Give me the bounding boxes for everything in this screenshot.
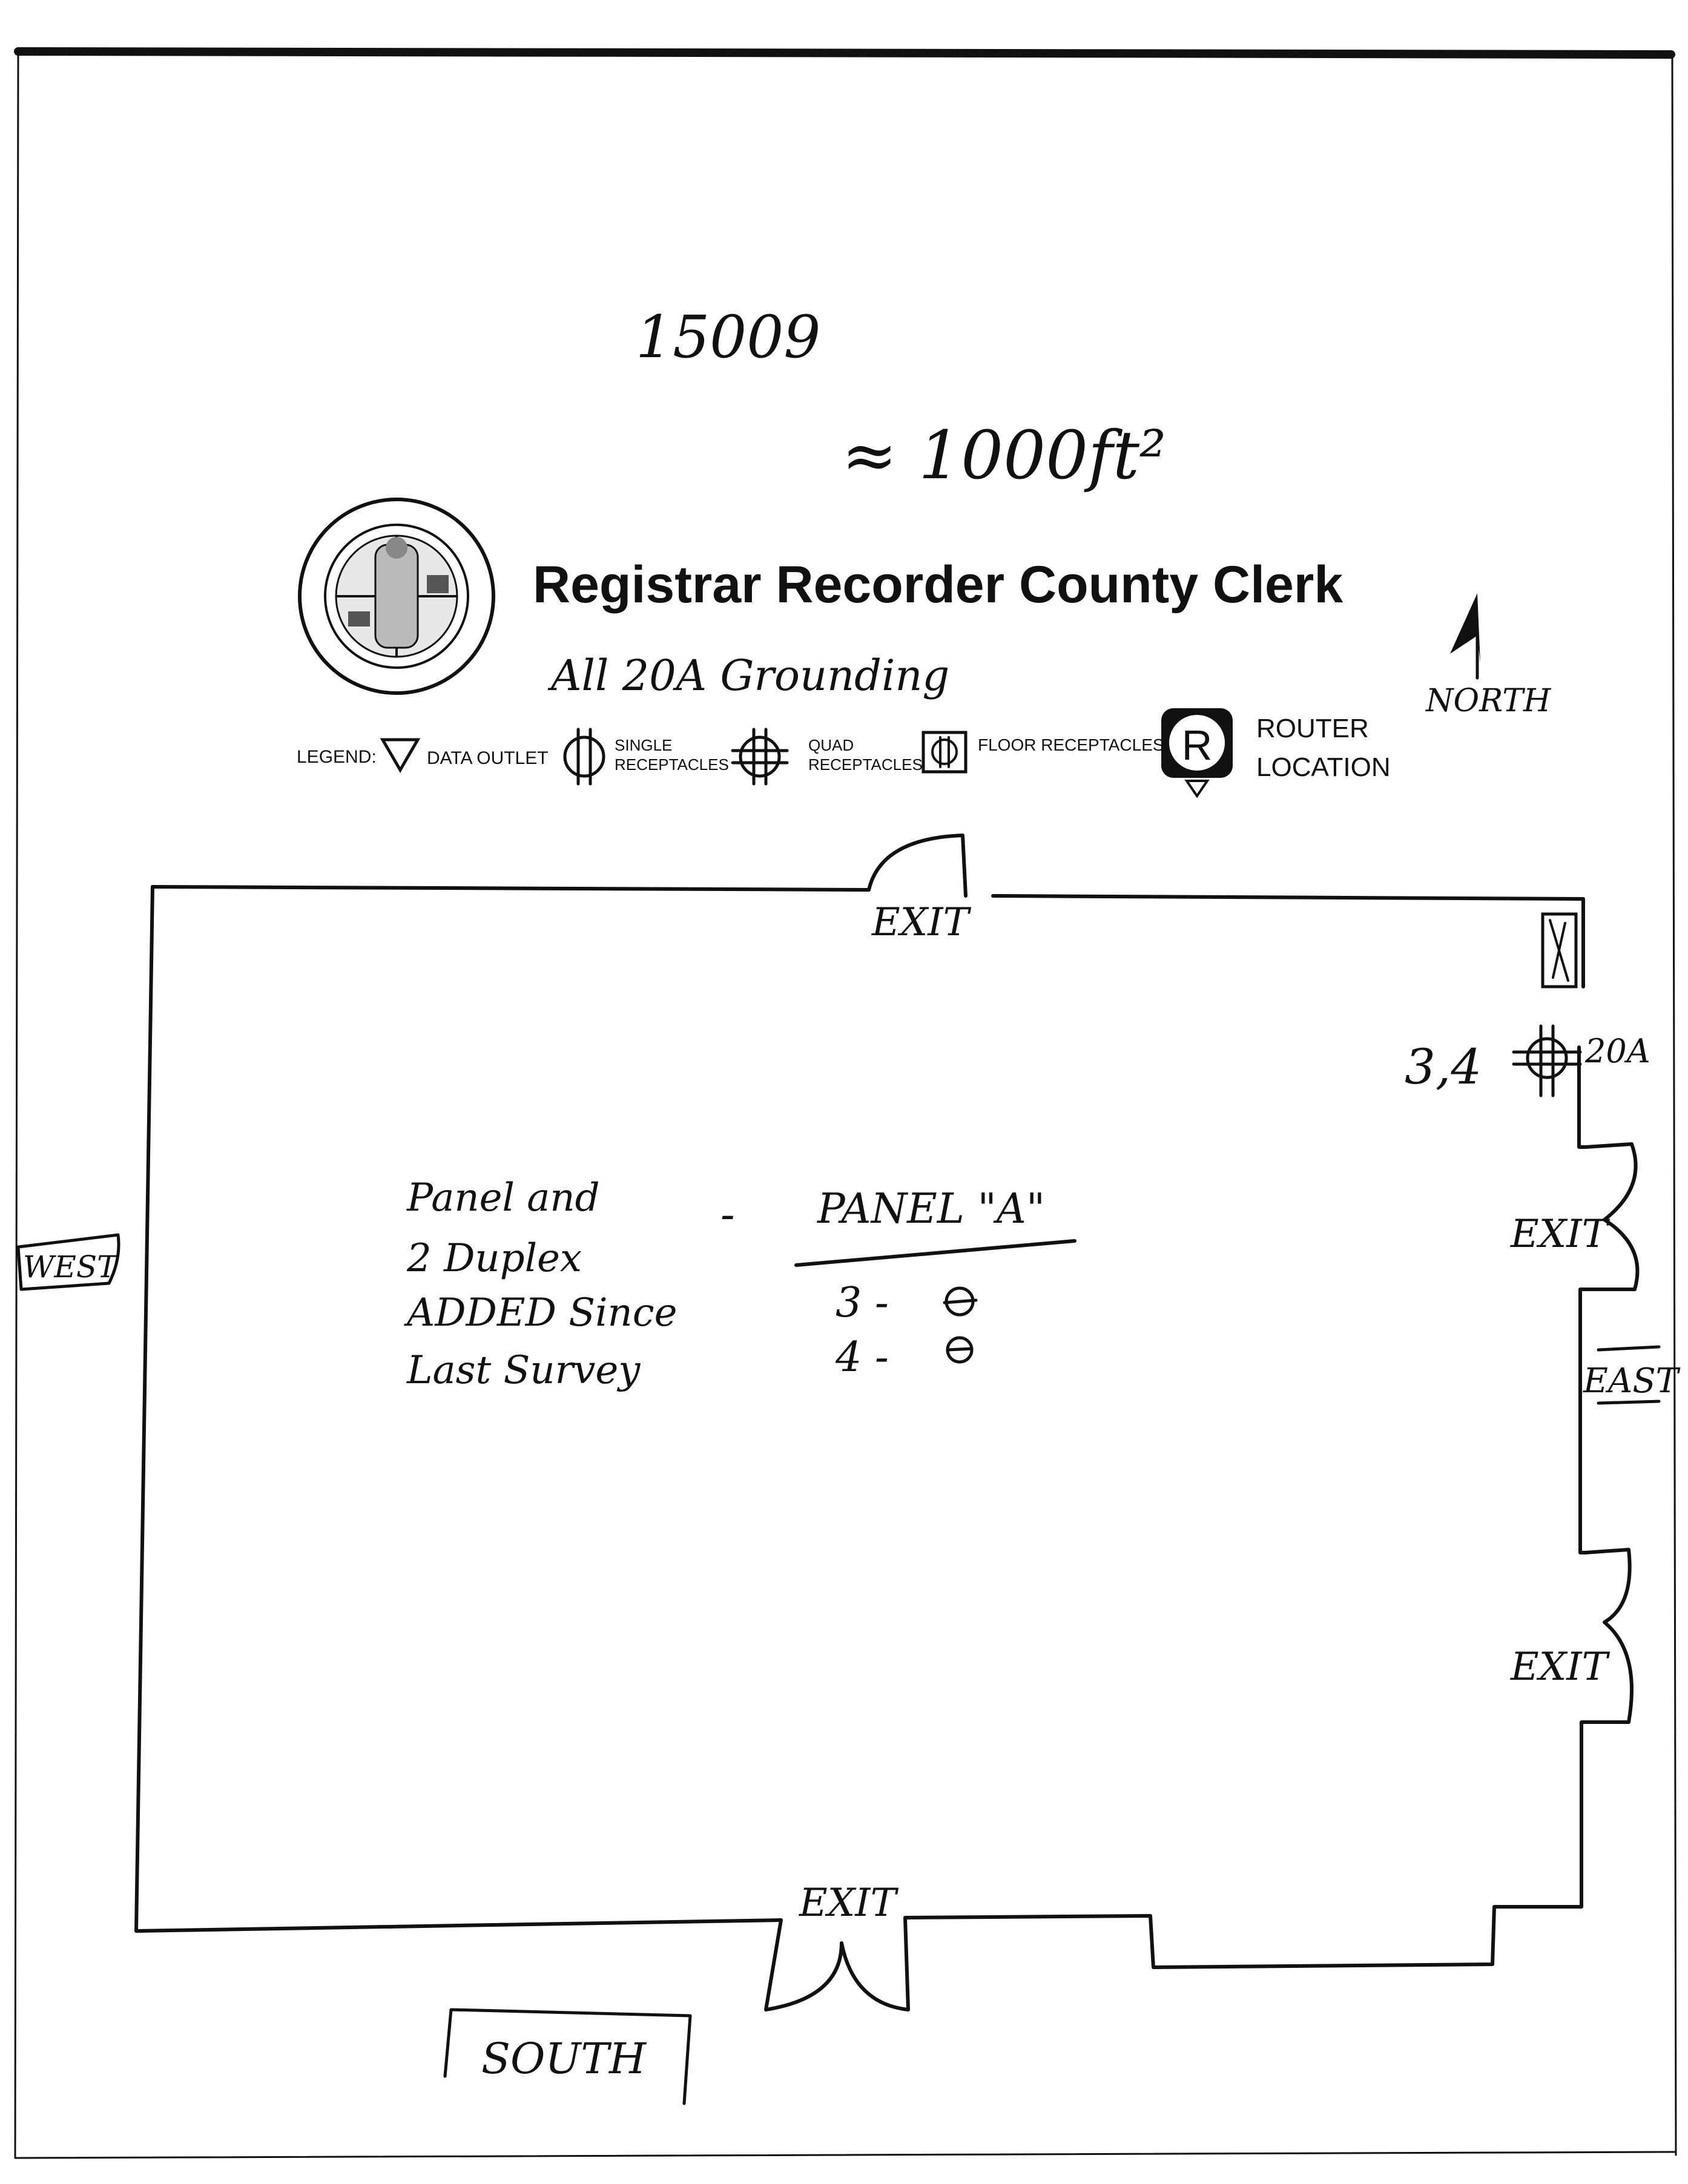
router-label-line2: LOCATION [1256,752,1391,782]
east-label: EAST [1583,1361,1681,1401]
legend: LEGEND: DATA OUTLET SINGLE RECEPTACLES Q… [297,708,1391,798]
note-line-3: ADDED Since [404,1291,677,1335]
exit-label-east-upper: EXIT [1510,1212,1611,1257]
page-border [14,47,1677,2159]
receptacle-circuit-label: 3,4 [1405,1039,1482,1095]
panel-title: PANEL "A" [816,1185,1045,1233]
panel-row-3: 3 - [836,1279,889,1327]
exit-label-east-lower: EXIT [1510,1645,1611,1689]
note-line-2: 2 Duplex [406,1236,582,1281]
survey-notes: Panel and 2 Duplex ADDED Since Last Surv… [404,1176,677,1393]
legend-floor: FLOOR RECEPTACLES [978,735,1164,754]
legend-label: LEGEND: [297,747,377,767]
legend-single-line1: SINGLE [615,736,672,754]
south-label: SOUTH [481,2034,647,2084]
west-label: WEST [23,1249,119,1284]
single-receptacle-icon [563,728,605,786]
router-label-line1: ROUTER [1256,714,1369,743]
note-line-4: Last Survey [406,1348,641,1393]
note-dash: - [720,1189,735,1239]
exit-label-top: EXIT [871,900,972,945]
router-letter: R [1182,722,1213,769]
north-arrow-icon [1450,593,1480,680]
east-underline [1597,1345,1661,1352]
page-title: Registrar Recorder County Clerk [533,556,1343,614]
site-number: 15009 [636,303,820,371]
legend-quad-line2: RECEPTACLES [808,755,923,774]
panel-row-4: 4 - [835,1334,889,1381]
legend-single-line2: RECEPTACLES [615,755,729,774]
data-outlet-icon [380,738,421,773]
west-label-box [16,1233,120,1291]
panel-title-underline [794,1239,1076,1267]
router-location-icon [1161,708,1233,798]
quad-receptacle-3-4-icon [1512,1024,1582,1097]
legend-data-outlet: DATA OUTLET [427,748,549,768]
quad-receptacle-icon [731,728,789,786]
north-label: NORTH [1425,683,1552,719]
area-note: ≈ 1000ft² [842,416,1166,494]
grounding-note: All 20A Grounding [547,651,949,700]
note-line-1: Panel and [406,1176,600,1220]
east-underline-bottom [1597,1400,1661,1405]
legend-quad-line1: QUAD [808,736,854,754]
receptacle-amp-label: 20A [1584,1032,1650,1070]
county-seal-logo [298,498,495,695]
exit-label-bottom: EXIT [799,1881,899,1926]
floor-receptacle-icon [921,731,968,774]
south-label-box [443,2008,692,2105]
floor-plan-outline [134,834,1640,2011]
electrical-panel-icon [1541,912,1578,988]
